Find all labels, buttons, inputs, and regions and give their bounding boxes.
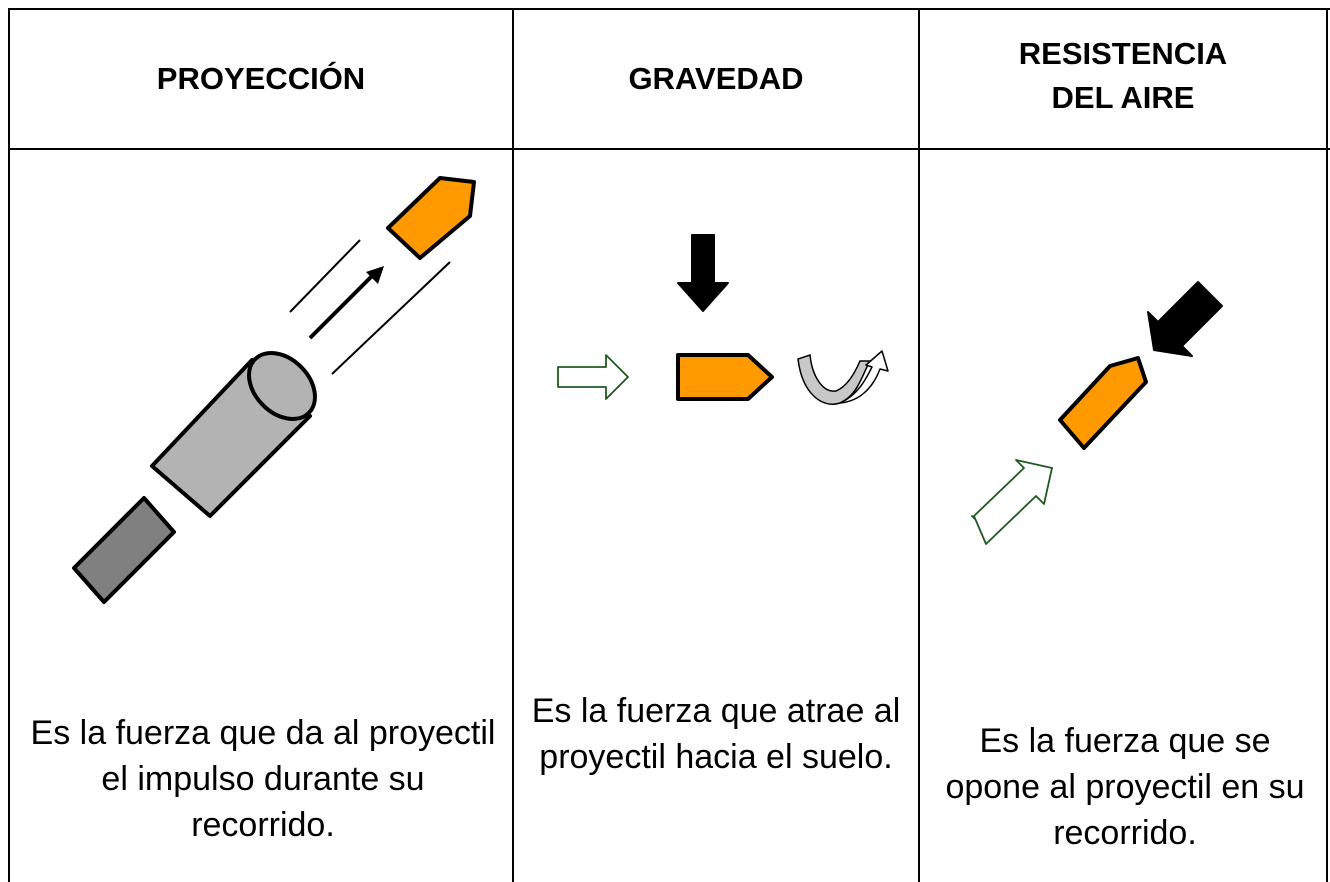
projectile-icon xyxy=(386,176,476,260)
projectile-icon xyxy=(676,353,774,401)
table-right-border xyxy=(1326,8,1328,882)
spin-arrow-icon xyxy=(797,350,889,405)
column-divider-1 xyxy=(512,8,514,882)
description-resistencia: Es la fuerza que se opone al proyectil e… xyxy=(945,722,1305,852)
air-resistance-illustration xyxy=(971,281,1223,545)
cannon-icon xyxy=(72,351,317,604)
force-arrow-icon xyxy=(677,234,729,312)
motion-line-upper xyxy=(289,239,361,313)
table-top-border xyxy=(8,8,1330,10)
force-arrow-icon xyxy=(308,266,384,340)
description-proyeccion: Es la fuerza que da al proyectil el impu… xyxy=(30,714,496,844)
force-arrow-icon xyxy=(1147,281,1223,357)
outline-arrow-icon xyxy=(557,354,629,400)
header-gravedad: GRAVEDAD xyxy=(628,61,804,96)
table-left-border xyxy=(8,8,10,882)
column-divider-2 xyxy=(918,8,920,882)
gravity-illustration xyxy=(557,234,889,405)
description-gravedad: Es la fuerza que atrae al proyectil haci… xyxy=(531,692,901,776)
motion-line-lower xyxy=(331,261,451,375)
header-resistencia: RESISTENCIA DEL AIRE xyxy=(1018,36,1228,115)
header-proyeccion: PROYECCIÓN xyxy=(156,61,366,96)
projection-illustration xyxy=(72,176,476,604)
header-row-divider xyxy=(8,148,1330,150)
projectile-icon xyxy=(1058,356,1148,450)
